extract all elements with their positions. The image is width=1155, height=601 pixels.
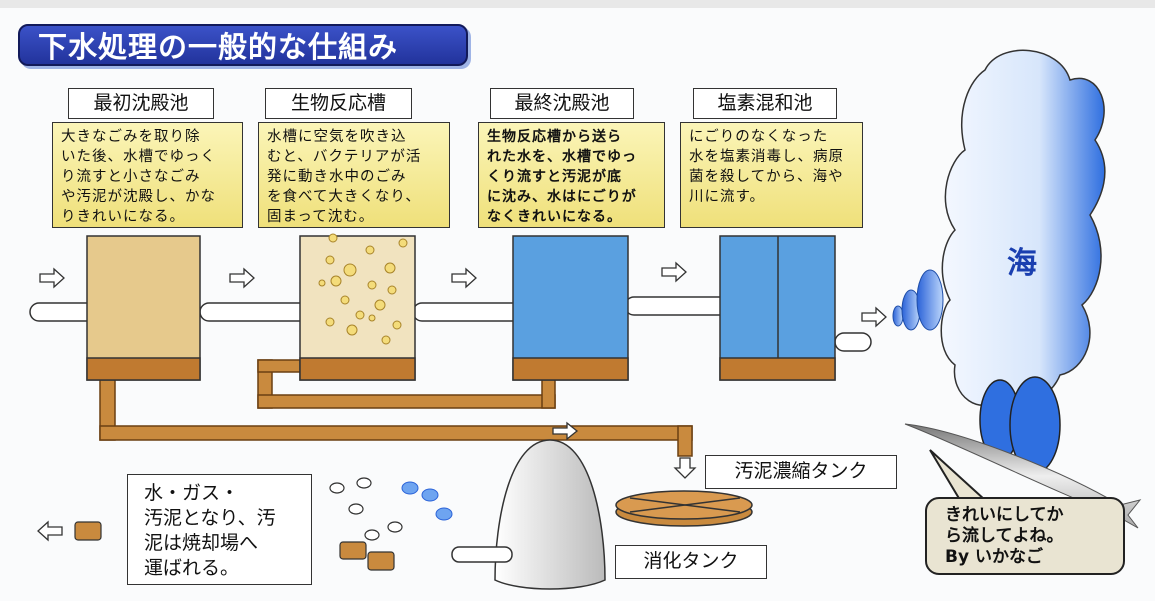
sludge-thickening-disc	[615, 490, 753, 527]
stage-label-chlorine: 塩素混和池	[693, 88, 837, 119]
stage-description-reactor: 水槽に空気を吹き込 むと、バクテリアが活 発に動き水中のごみ を食べて大きくなり…	[258, 122, 450, 228]
tank-primary-sedimentation	[86, 235, 201, 381]
tank-chlorine-mixing	[719, 235, 836, 381]
flow-arrow-icons	[37, 261, 887, 542]
sludge-cakes	[74, 521, 395, 571]
stage-label-reactor: 生物反応槽	[265, 88, 412, 119]
sludge-pipes	[99, 359, 693, 457]
water-bubbles	[401, 481, 453, 521]
water-pipes	[29, 296, 872, 352]
sea-label: 海	[1007, 246, 1037, 281]
tank-biological-reactor	[299, 235, 416, 381]
sludge-note: 水・ガス・ 汚泥となり、汚 泥は焼却場へ 運ばれる。	[127, 474, 312, 585]
page-title: 下水処理の一般的な仕組み	[18, 24, 468, 66]
aeration-bubbles	[318, 233, 408, 345]
tank-final-sedimentation	[512, 235, 629, 381]
water-drop-icons	[892, 269, 944, 331]
digestion-dome	[494, 439, 606, 590]
stage-label-primary: 最初沈殿池	[68, 88, 214, 119]
stage-description-chlorine: にごりのなくなった 水を塩素消毒し、病原 菌を殺してから、海や 川に流す。	[680, 122, 863, 228]
stage-description-final: 生物反応槽から送ら れた水を、水槽でゆっ くり流すと汚泥が底 に沈み、水はにごり…	[478, 122, 665, 228]
stage-description-primary: 大きなごみを取り除 いた後、水槽でゆっく り流すと小さなごみ や汚泥が沈殿し、か…	[52, 122, 243, 228]
gas-bubbles	[329, 477, 403, 541]
stage-label-final: 最終沈殿池	[490, 88, 634, 119]
digestion-tank-label: 消化タンク	[615, 545, 767, 579]
cloud-feet	[979, 376, 1061, 474]
speech-bubble: きれいにしてか ら流してよね。 By いかなご	[925, 497, 1125, 575]
sludge-thickening-tank-label: 汚泥濃縮タンク	[705, 455, 897, 489]
sea-cloud	[940, 49, 1106, 406]
background-band	[0, 0, 1155, 8]
digestion-pipe	[451, 546, 513, 563]
